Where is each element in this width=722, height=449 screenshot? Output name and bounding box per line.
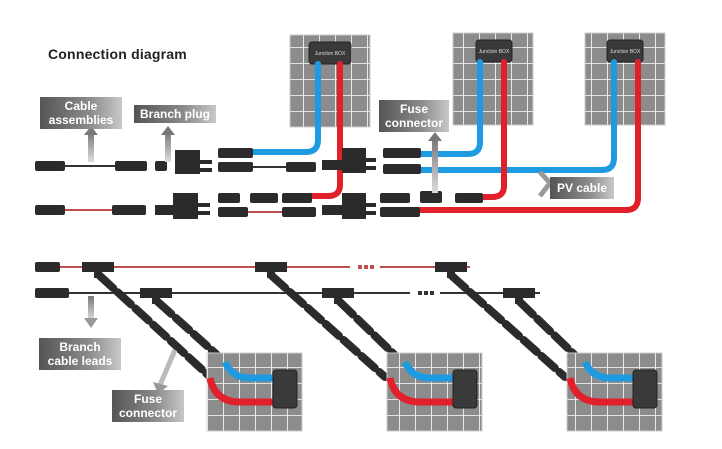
- solar-panel-top-1: Junction BOX: [289, 34, 371, 128]
- positive-cable: [417, 59, 641, 213]
- arrow-icon: [432, 138, 438, 193]
- junction-box: [632, 369, 658, 409]
- positive-cable: [566, 377, 635, 406]
- t-branch-connector: [503, 288, 535, 304]
- fuse-connector: [420, 191, 442, 203]
- connector-female: [112, 205, 146, 215]
- junction-box: [606, 39, 644, 63]
- arrow-down-icon: [84, 318, 98, 328]
- solar-panel-top-3: Junction BOX: [584, 32, 666, 126]
- branch-plug: [322, 148, 376, 173]
- junction-box: [475, 39, 513, 63]
- negative-cable: [221, 360, 275, 382]
- pv-cable-pointer-icon: [538, 170, 554, 198]
- label-line: Cable: [64, 99, 98, 113]
- label-line: Branch: [59, 340, 101, 354]
- arrow-up-icon: [428, 132, 442, 141]
- arrow-up-icon: [84, 126, 98, 135]
- diagram-title: Connection diagram: [48, 46, 187, 62]
- positive-cable: [386, 377, 455, 406]
- connector-female: [115, 161, 147, 171]
- connector-male: [35, 161, 65, 171]
- connector: [35, 262, 60, 272]
- arrow-icon: [88, 296, 94, 320]
- label-line: connector: [118, 406, 177, 420]
- connector: [35, 288, 69, 298]
- positive-cable: [206, 377, 275, 406]
- label-line: Fuse: [399, 102, 428, 116]
- connector: [282, 207, 316, 217]
- negative-cable: [401, 360, 455, 382]
- pv-cables-top: [247, 59, 641, 213]
- junction-box: [272, 369, 298, 409]
- t-branch-connector: [82, 262, 114, 278]
- solar-panel-top-2: Junction BOX: [452, 32, 534, 126]
- branch-plug: [155, 193, 210, 219]
- label-line: connector: [384, 116, 443, 130]
- solar-panel-bottom-3: [566, 352, 663, 432]
- connector: [380, 193, 410, 203]
- negative-cable: [581, 360, 635, 382]
- positive-cable: [472, 59, 507, 200]
- junction-box-label: Junction BOX: [610, 49, 641, 55]
- connector: [383, 148, 421, 158]
- junction-box: [452, 369, 478, 409]
- label-branch-cable-leads: Branch cable leads: [39, 338, 121, 370]
- plug-cap: [155, 161, 167, 171]
- connector: [455, 193, 483, 203]
- arrow-icon: [165, 132, 171, 162]
- arrow-icon: [88, 132, 94, 162]
- solar-panel-bottom-1: [206, 352, 303, 432]
- negative-cable: [247, 61, 321, 155]
- connector: [282, 193, 312, 203]
- t-branch-connector: [435, 262, 467, 278]
- connector: [286, 162, 316, 172]
- connector: [218, 148, 253, 158]
- branch-plug: [175, 150, 212, 174]
- negative-cable: [415, 59, 617, 173]
- label-cable-assemblies: Cable assemblies: [40, 97, 122, 129]
- label-fuse-connector-top: Fuse connector: [379, 100, 449, 132]
- arrow-icon: [157, 349, 178, 386]
- label-line: assemblies: [48, 113, 114, 127]
- label-fuse-connector-bottom: Fuse connector: [112, 390, 184, 422]
- junction-box-label: Junction BOX: [479, 49, 510, 55]
- connector: [380, 207, 420, 217]
- junction-box-label: Junction BOX: [315, 51, 346, 57]
- connector: [218, 207, 248, 217]
- positive-cable: [307, 61, 343, 199]
- solar-panel-bottom-2: [386, 352, 483, 432]
- label-line: cable leads: [47, 354, 113, 368]
- connectors-top: [35, 148, 483, 219]
- branch-leads: [96, 272, 586, 381]
- arrow-up-icon: [161, 126, 175, 135]
- t-branch-connector: [322, 288, 354, 304]
- negative-cable: [415, 59, 483, 157]
- junction-box: [308, 41, 352, 65]
- branch-plug: [322, 193, 376, 219]
- connector: [218, 193, 240, 203]
- t-branch-connector: [140, 288, 172, 304]
- label-line: Fuse: [133, 392, 162, 406]
- label-branch-plug: Branch plug: [134, 105, 216, 123]
- t-branch-connector: [255, 262, 287, 278]
- connector: [250, 193, 278, 203]
- label-pv-cable: PV cable: [550, 177, 614, 199]
- connector: [218, 162, 253, 172]
- connector-male: [35, 205, 65, 215]
- connector: [383, 164, 421, 174]
